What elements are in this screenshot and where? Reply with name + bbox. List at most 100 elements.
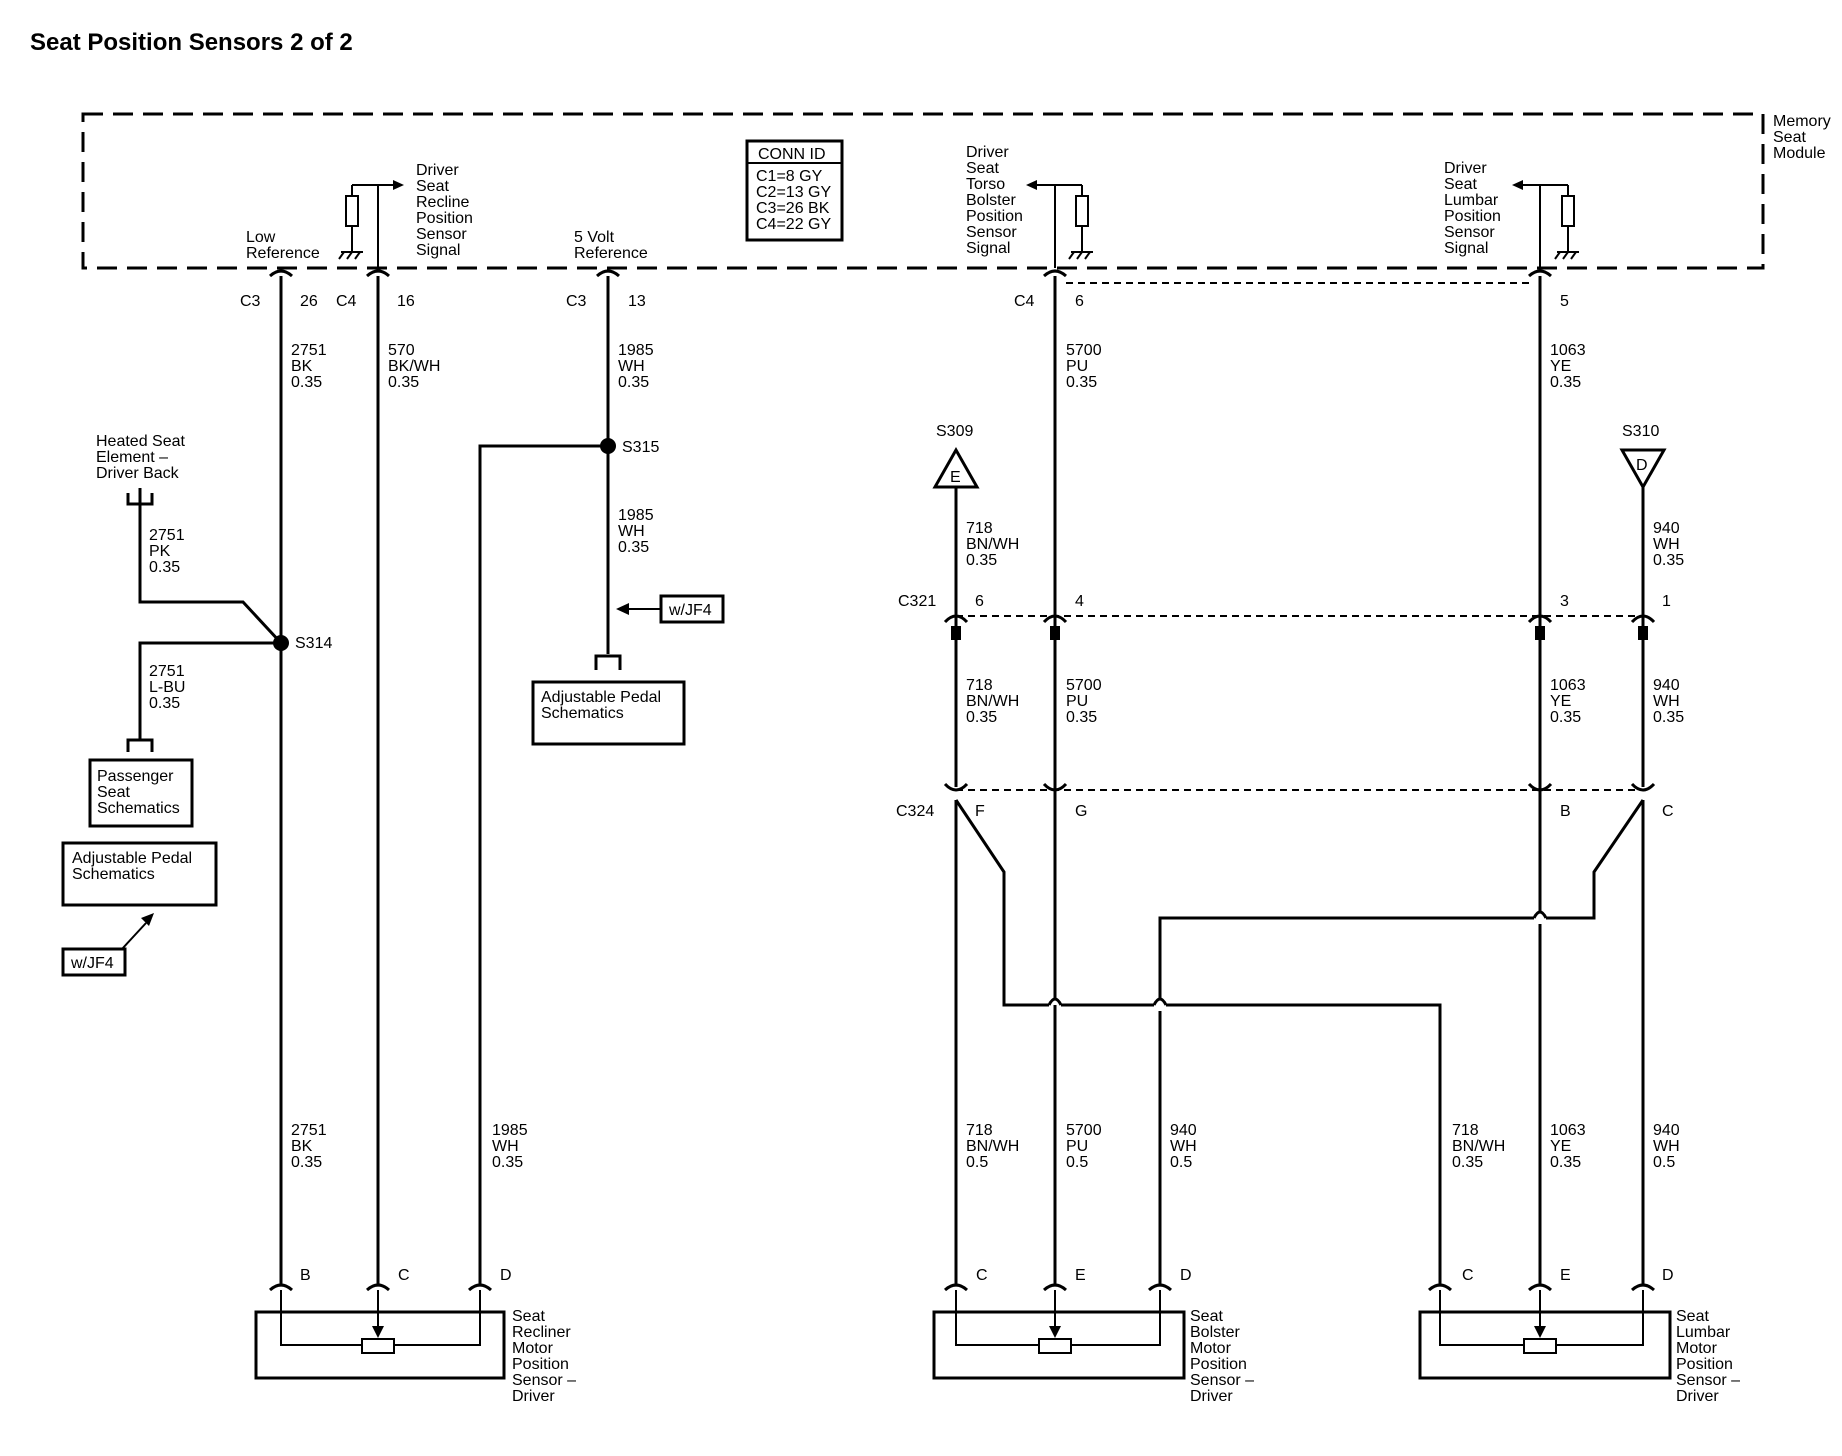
svg-text:Schematics: Schematics — [72, 866, 155, 883]
svg-text:2751: 2751 — [291, 1122, 327, 1139]
svg-text:Seat: Seat — [1444, 176, 1477, 193]
wire-label-2751-pk: 2751 PK 0.35 — [149, 527, 185, 576]
wire-label-5700-bottom: 5700 PU 0.5 — [1066, 1122, 1102, 1171]
svg-text:Seat: Seat — [1773, 129, 1806, 146]
svg-text:718: 718 — [1452, 1122, 1479, 1139]
svg-text:BK: BK — [291, 358, 313, 375]
svg-text:C1=8 GY: C1=8 GY — [756, 168, 823, 185]
svg-text:570: 570 — [388, 342, 415, 359]
lumbar-sensor-label: Seat Lumbar Motor Position Sensor – Driv… — [1676, 1308, 1740, 1405]
svg-text:Driver: Driver — [512, 1388, 555, 1405]
memory-seat-module-outline — [81, 112, 1765, 270]
svg-text:0.35: 0.35 — [149, 559, 180, 576]
svg-text:G: G — [1075, 803, 1087, 820]
adjustable-pedal-schematics-link-left[interactable]: Adjustable Pedal Schematics — [61, 841, 218, 907]
svg-text:Position: Position — [1444, 208, 1501, 225]
wjf4-option-tag-center: w/JF4 — [616, 594, 725, 624]
svg-text:0.5: 0.5 — [1653, 1154, 1675, 1171]
seat-lumbar-position-sensor — [1418, 1283, 1672, 1380]
connector-c4-pin6: C4 6 — [1014, 293, 1084, 310]
svg-text:0.35: 0.35 — [618, 539, 649, 556]
recliner-sensor-label: Seat Recliner Motor Position Sensor – Dr… — [512, 1308, 576, 1405]
svg-text:16: 16 — [397, 293, 415, 310]
svg-text:PU: PU — [1066, 693, 1088, 710]
svg-text:0.35: 0.35 — [1653, 709, 1684, 726]
svg-text:Driver: Driver — [1676, 1388, 1719, 1405]
svg-text:940: 940 — [1653, 677, 1680, 694]
svg-text:Bolster: Bolster — [1190, 1324, 1240, 1341]
wire-label-940-bottom-lumbar: 940 WH 0.5 — [1653, 1122, 1680, 1171]
svg-text:Low: Low — [246, 229, 276, 246]
svg-text:0.35: 0.35 — [966, 709, 997, 726]
svg-text:1063: 1063 — [1550, 677, 1586, 694]
svg-text:Seat: Seat — [966, 160, 999, 177]
wire-label-2751-bk-top: 2751 BK 0.35 — [291, 342, 327, 391]
wire-label-1063-mid: 1063 YE 0.35 — [1550, 677, 1586, 726]
svg-text:Sensor: Sensor — [416, 226, 467, 243]
svg-text:0.35: 0.35 — [1066, 709, 1097, 726]
svg-text:0.35: 0.35 — [388, 374, 419, 391]
svg-text:Passenger: Passenger — [97, 768, 174, 785]
wire-label-940-bottom-bolster: 940 WH 0.5 — [1170, 1122, 1197, 1171]
svg-text:L-BU: L-BU — [149, 679, 185, 696]
svg-text:5 Volt: 5 Volt — [574, 229, 615, 246]
wire-label-1985-wh-top: 1985 WH 0.35 — [618, 342, 654, 391]
svg-text:940: 940 — [1653, 1122, 1680, 1139]
svg-text:Seat: Seat — [1190, 1308, 1223, 1325]
svg-text:5700: 5700 — [1066, 677, 1102, 694]
svg-text:Schematics: Schematics — [97, 800, 180, 817]
wire-label-1985-wh-mid: 1985 WH 0.35 — [618, 507, 654, 556]
svg-text:2751: 2751 — [291, 342, 327, 359]
svg-text:BN/WH: BN/WH — [966, 693, 1019, 710]
svg-text:Position: Position — [966, 208, 1023, 225]
svg-text:Driver Back: Driver Back — [96, 465, 180, 482]
wire-label-2751-bk-bottom: 2751 BK 0.35 — [291, 1122, 327, 1171]
svg-text:Recliner: Recliner — [512, 1324, 571, 1341]
wire-label-718-bottom-bolster: 718 BN/WH 0.5 — [966, 1122, 1019, 1171]
svg-text:5700: 5700 — [1066, 1122, 1102, 1139]
splice-s314-label: S314 — [295, 635, 332, 652]
lumbar-pin-e: E — [1560, 1267, 1571, 1284]
svg-text:3: 3 — [1560, 593, 1569, 610]
connector-c4-pin16: C4 16 — [336, 293, 415, 310]
svg-text:0.5: 0.5 — [1066, 1154, 1088, 1171]
svg-text:D: D — [1636, 457, 1648, 474]
splice-s315-label: S315 — [622, 439, 659, 456]
svg-text:Position: Position — [416, 210, 473, 227]
svg-text:0.35: 0.35 — [1653, 552, 1684, 569]
svg-text:Recline: Recline — [416, 194, 469, 211]
pin-label-recline-signal: Driver Seat Recline Position Sensor Sign… — [416, 162, 473, 259]
wire-crossover-hops — [1047, 910, 1548, 1020]
passenger-seat-schematics-link[interactable]: Passenger Seat Schematics — [88, 738, 194, 828]
svg-text:CONN ID: CONN ID — [758, 146, 826, 163]
pin-label-torso-bolster-signal: Driver Seat Torso Bolster Position Senso… — [966, 144, 1023, 257]
svg-text:Adjustable Pedal: Adjustable Pedal — [541, 689, 661, 706]
svg-text:E: E — [950, 469, 961, 486]
adjustable-pedal-schematics-link-center[interactable]: Adjustable Pedal Schematics — [531, 654, 686, 746]
svg-text:C4=22 GY: C4=22 GY — [756, 216, 831, 233]
svg-text:WH: WH — [1653, 1138, 1680, 1155]
seat-recliner-position-sensor — [254, 1283, 506, 1380]
svg-text:YE: YE — [1550, 1138, 1571, 1155]
svg-text:Torso: Torso — [966, 176, 1005, 193]
svg-text:Memory: Memory — [1773, 113, 1831, 130]
memory-seat-module-label: Memory Seat Module — [1773, 113, 1831, 162]
recliner-pin-b: B — [300, 1267, 311, 1284]
wire-2751-pk — [138, 488, 283, 645]
wire-label-718-bottom-lumbar: 718 BN/WH 0.35 — [1452, 1122, 1505, 1171]
svg-text:Driver: Driver — [1444, 160, 1487, 177]
svg-text:718: 718 — [966, 677, 993, 694]
svg-text:YE: YE — [1550, 693, 1571, 710]
svg-text:Reference: Reference — [574, 245, 648, 262]
svg-text:Motor: Motor — [1190, 1340, 1232, 1357]
svg-text:5700: 5700 — [1066, 342, 1102, 359]
connector-c4-pin5: 5 — [1560, 293, 1569, 310]
svg-text:Position: Position — [512, 1356, 569, 1373]
svg-text:2751: 2751 — [149, 527, 185, 544]
svg-text:Signal: Signal — [966, 240, 1010, 257]
svg-text:Seat: Seat — [1676, 1308, 1709, 1325]
bolster-pin-d: D — [1180, 1267, 1192, 1284]
svg-text:0.35: 0.35 — [1550, 374, 1581, 391]
svg-text:C4: C4 — [336, 293, 357, 310]
